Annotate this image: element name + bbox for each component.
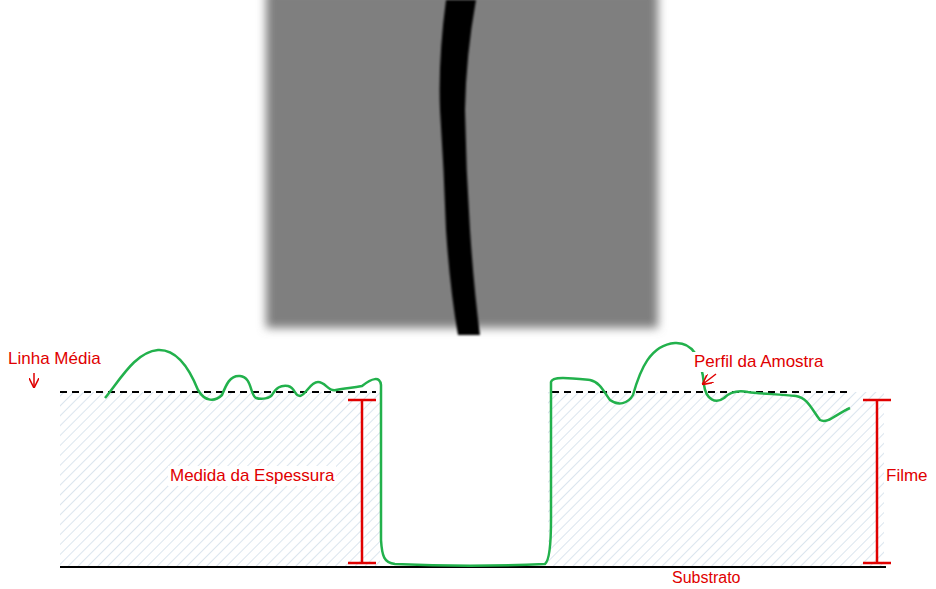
micrograph <box>266 0 658 335</box>
film-hatch <box>60 392 380 568</box>
mean-line <box>60 391 376 393</box>
thickness-label: Medida da Espessura <box>168 466 336 486</box>
substrate-label: Substrato <box>672 569 740 586</box>
leader-arrow <box>33 373 35 387</box>
thickness-bracket <box>348 400 376 563</box>
film-label: Filme <box>886 466 928 486</box>
mean-line <box>552 391 850 393</box>
sample-profile <box>105 343 850 566</box>
mean-line-label: Linha Média <box>8 349 101 369</box>
profile-label: Perfil da Amostra <box>692 352 825 372</box>
leader-arrow <box>703 374 716 384</box>
